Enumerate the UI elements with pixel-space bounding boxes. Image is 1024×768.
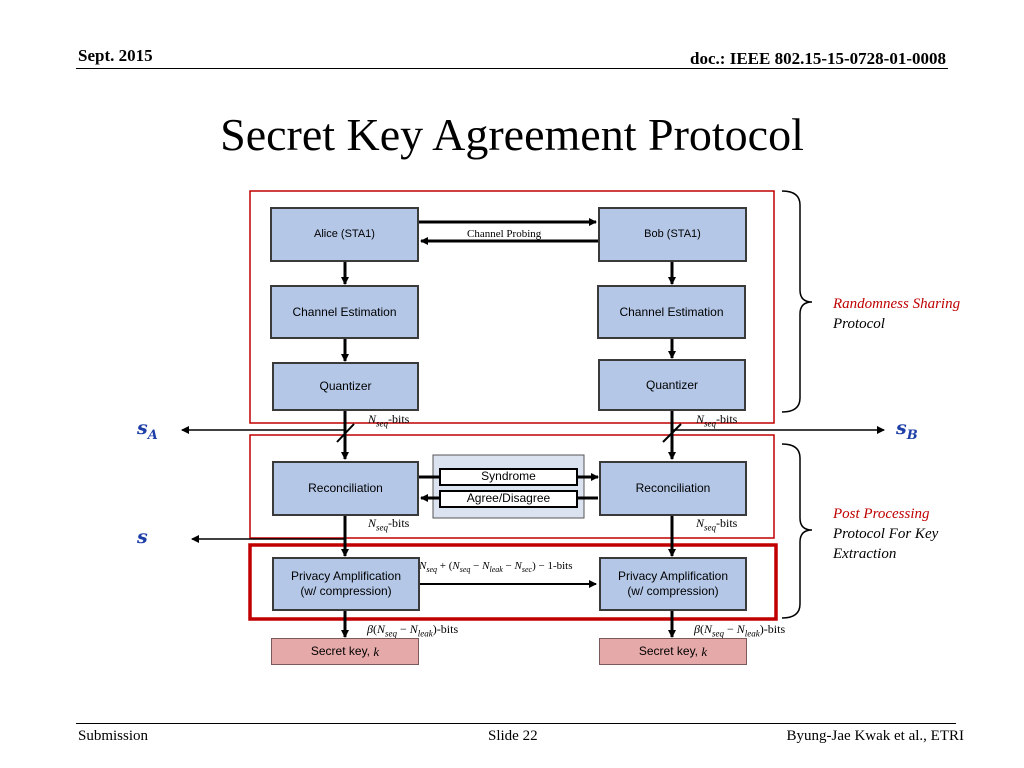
bob-box: Bob (STA1) bbox=[598, 207, 747, 262]
post-processing-frame bbox=[249, 434, 775, 539]
alice-box: Alice (STA1) bbox=[270, 207, 419, 262]
bob-label: Bob (STA1) bbox=[644, 228, 701, 240]
channel-estimation-right: Channel Estimation bbox=[597, 285, 746, 339]
reconciliation-left-label: Reconciliation bbox=[308, 481, 383, 495]
footer-slide-number: Slide 22 bbox=[488, 728, 538, 744]
reconciliation-right-label: Reconciliation bbox=[635, 481, 711, 495]
post-label-line1: Post Processing bbox=[833, 506, 930, 522]
reconciliation-left: Reconciliation bbox=[272, 461, 419, 516]
post-label-line3: Extraction bbox=[833, 546, 897, 562]
nseq-bits-left-1: Nseq-bits bbox=[368, 412, 410, 429]
privacy-amp-right: Privacy Amplification (w/ compression) bbox=[599, 557, 747, 611]
post-label-line2: Protocol For Key bbox=[833, 526, 939, 542]
syndrome-box: Syndrome bbox=[439, 468, 578, 486]
reconciliation-right: Reconciliation bbox=[599, 461, 747, 516]
page-title: Secret Key Agreement Protocol bbox=[220, 109, 804, 160]
channel-probing-label: Channel Probing bbox=[467, 228, 542, 240]
symbol-s-a: sA bbox=[137, 417, 158, 443]
quantizer-left-label: Quantizer bbox=[319, 379, 372, 393]
footer-submission: Submission bbox=[78, 728, 149, 744]
privacy-formula: Nseq + (Nseq − Nleak − Nsec) − 1-bits bbox=[419, 560, 573, 575]
beta-bits-left: β(Nseq − Nleak)-bits bbox=[367, 622, 459, 639]
header-date: Sept. 2015 bbox=[78, 46, 153, 65]
agree-disagree-box: Agree/Disagree bbox=[439, 490, 578, 508]
secret-key-right: Secret key, k bbox=[599, 638, 747, 665]
footer-authors: Byung-Jae Kwak et al., ETRI bbox=[786, 728, 964, 744]
secret-key-left: Secret key, k bbox=[271, 638, 419, 665]
privacy-amp-right-line1: Privacy Amplification bbox=[617, 569, 729, 583]
syndrome-container bbox=[432, 454, 585, 519]
symbol-s: s bbox=[137, 526, 148, 548]
privacy-frame bbox=[248, 543, 778, 621]
beta-bits-right: β(Nseq − Nleak)-bits bbox=[694, 622, 786, 639]
privacy-amp-right-line2: (w/ compression) bbox=[627, 584, 719, 598]
header-doc: doc.: IEEE 802.15-15-0728-01-0008 bbox=[690, 49, 946, 68]
privacy-amp-left-line1: Privacy Amplification bbox=[290, 569, 402, 583]
nseq-bits-right-1: Nseq-bits bbox=[696, 412, 738, 429]
privacy-amp-left: Privacy Amplification (w/ compression) bbox=[272, 557, 420, 611]
randomness-label-line2: Protocol bbox=[833, 316, 885, 332]
nseq-bits-right-2: Nseq-bits bbox=[696, 516, 738, 533]
quantizer-right-label: Quantizer bbox=[645, 377, 699, 392]
alice-label: Alice (STA1) bbox=[314, 228, 375, 240]
footer-rule bbox=[76, 723, 956, 724]
nseq-bits-left-2: Nseq-bits bbox=[368, 516, 410, 533]
channel-estimation-left-label: Channel Estimation bbox=[292, 304, 397, 319]
randomness-frame bbox=[249, 190, 775, 424]
channel-estimation-left: Channel Estimation bbox=[270, 285, 419, 339]
privacy-amp-left-line2: (w/ compression) bbox=[300, 584, 392, 598]
quantizer-left: Quantizer bbox=[272, 362, 419, 411]
randomness-label-line1: Randomness Sharing bbox=[833, 296, 961, 312]
quantizer-right: Quantizer bbox=[598, 359, 746, 411]
header-rule bbox=[76, 68, 948, 69]
channel-estimation-right-label: Channel Estimation bbox=[619, 304, 724, 319]
symbol-s-b: sB bbox=[896, 417, 918, 443]
